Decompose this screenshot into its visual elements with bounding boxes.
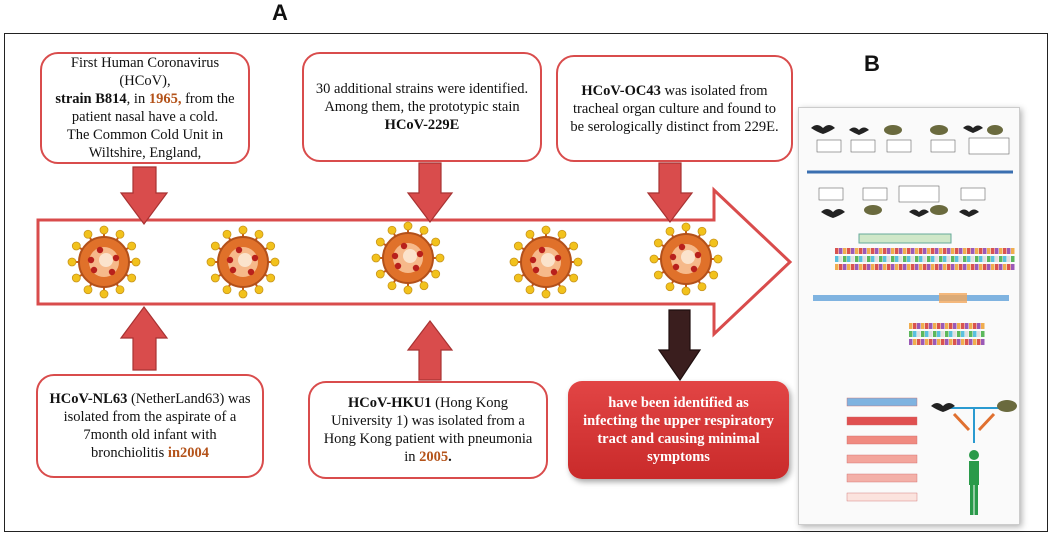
dark-down-arrow-icon [657,309,702,382]
b814-text: from the patient nasal have a cold. [71,91,235,125]
b814-strain: strain B814 [55,91,127,107]
nl63-text: (NetherLand63) was isolated from the asp… [63,391,251,461]
up-arrow-icon [119,305,454,381]
human-icon [969,450,979,515]
box-hcov-229e: 30 additional strains were identified. A… [302,52,542,162]
bat-icon [811,125,983,218]
figure-frame [4,33,1048,532]
box-hcov-nl63: HCoV-NL63 (NetherLand63) was isolated fr… [36,374,264,478]
hku1-year: 2005 [419,449,449,465]
b814-intro: First Human Coronavirus (HCoV), [70,55,220,89]
down-arrow-icon [119,162,694,226]
b814-mid: , in [126,91,149,107]
hku1-strain: HCoV-HKU1 [347,395,432,411]
virus-icon [371,221,445,295]
box-hcov-hku1: HCoV-HKU1 (Hong Kong University 1) was i… [308,381,548,479]
virus-icon [67,225,141,299]
virus-icon [509,225,583,299]
summary-box: have been identified as infecting the up… [568,381,789,479]
summary-text: have been identified as infecting the up… [583,395,774,465]
box-hcov-b814: First Human Coronavirus (HCoV), strain B… [40,52,250,164]
panel-b-label: B [864,51,880,76]
pangolin-icon [864,125,1003,215]
b814-unit: The Common Cold Unit in Wiltshire, Engla… [66,127,224,161]
box-hcov-oc43: HCoV-OC43 was isolated from tracheal org… [556,55,793,162]
virus-icon [206,225,280,299]
panel-b-graphic [807,125,1017,515]
hku1-text: (Hong Kong University 1) was isolated fr… [323,395,533,465]
oc43-strain: HCoV-OC43 [581,82,661,99]
229e-strain: HCoV-229E [384,117,460,133]
229e-text: 30 additional strains were identified. A… [315,81,529,115]
panel-b-figure [798,107,1020,525]
hku1-end: . [448,449,452,465]
virus-icon [649,222,723,296]
nl63-strain: HCoV-NL63 [49,391,128,407]
oc43-text: was isolated from tracheal organ culture… [570,82,779,135]
b814-year: 1965, [148,91,182,107]
panel-a-label: A [272,0,288,25]
nl63-year: in2004 [167,445,210,461]
